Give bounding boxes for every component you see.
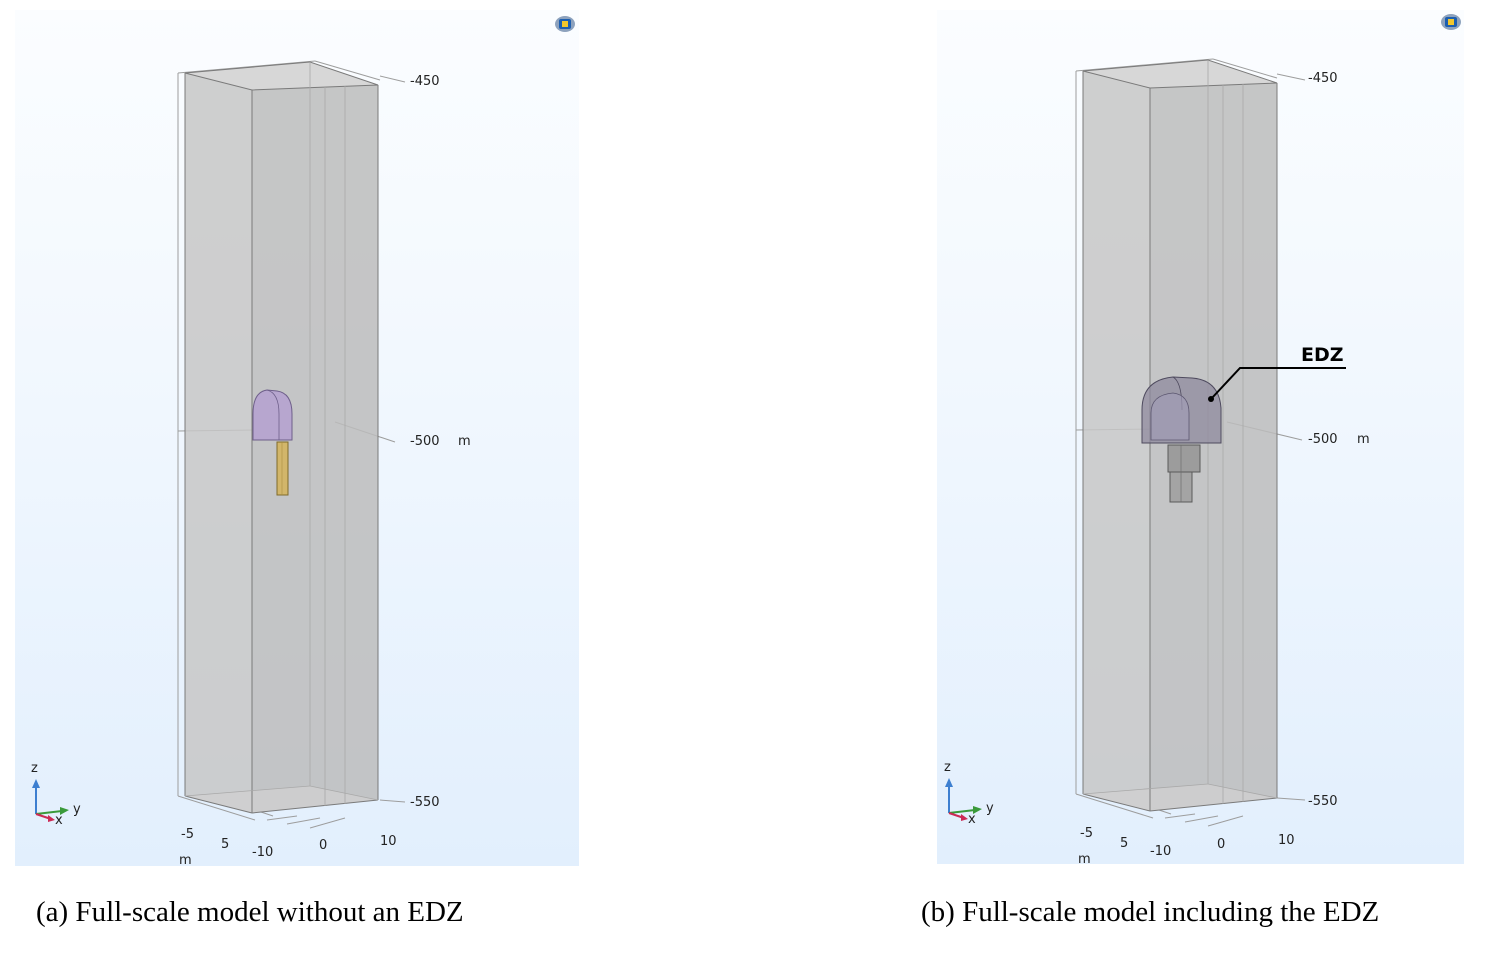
host-rock-block [184,61,379,814]
y-tick-label: 10 [380,834,397,849]
graphics-window-icon[interactable] [555,16,575,32]
y-tick-label: -10 [252,845,273,860]
triad-x-label: x [55,813,63,828]
model-view-b: EDZ -450 -500 m -550 -10 0 10 -5 5 m z y… [937,10,1464,864]
axis-triad: z y x [944,760,994,827]
model-view-a: -450 -500 m -550 -10 0 10 -5 5 m z y x [15,10,579,866]
triad-z-label: z [944,760,951,775]
z-tick-label: -550 [1308,794,1338,809]
figure-caption-a: (a) Full-scale model without an EDZ [36,896,464,928]
y-tick-label: -10 [1150,844,1171,859]
edz-zone [1141,376,1222,444]
deposition-hole-edz [1167,444,1201,503]
graphics-window-icon[interactable] [1441,14,1461,30]
x-tick-label: -5 [1080,826,1093,841]
z-tick-label: -450 [1308,71,1338,86]
y-tick-label: 10 [1278,833,1295,848]
model-graphics-b: EDZ -450 -500 m -550 -10 0 10 -5 5 m z y… [944,14,1461,864]
x-tick-label: 5 [1120,836,1128,851]
axis-triad: z y x [31,761,81,828]
triad-y-label: y [986,801,994,816]
triad-y-label: y [73,802,81,817]
z-tick-label: -450 [410,74,440,89]
figure-caption-b: (b) Full-scale model including the EDZ [921,896,1380,928]
x-unit-label: m [179,853,192,866]
z-unit-label: m [1357,432,1370,447]
host-rock-block [1082,59,1278,812]
z-tick-label: -500 [1308,432,1338,447]
z-tick-label: -550 [410,795,440,810]
x-unit-label: m [1078,852,1091,864]
disposal-tunnel [252,389,293,441]
edz-callout: EDZ [1208,344,1346,402]
edz-label: EDZ [1301,344,1344,366]
z-tick-label: -500 [410,434,440,449]
axis-frame [177,60,406,829]
x-tick-label: 5 [221,837,229,852]
y-tick-label: 0 [1217,837,1225,852]
deposition-hole [276,441,289,496]
triad-z-label: z [31,761,38,776]
x-tick-label: -5 [181,827,194,842]
y-tick-label: 0 [319,838,327,853]
z-unit-label: m [458,434,471,449]
model-graphics-a: -450 -500 m -550 -10 0 10 -5 5 m z y x [31,16,575,866]
triad-x-label: x [968,812,976,827]
